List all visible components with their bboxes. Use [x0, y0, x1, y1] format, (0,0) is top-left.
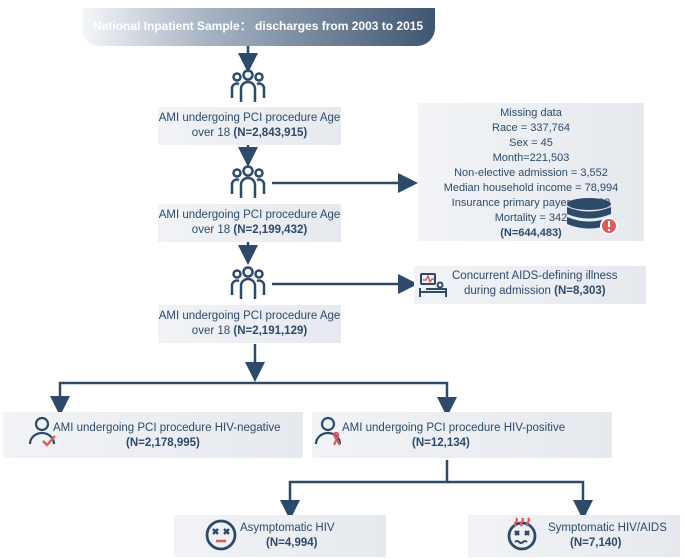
diagram-title: National Inpatient Sample： discharges fr… [93, 19, 424, 33]
step3-count: (N=2,191,129) [233, 325, 308, 337]
step3-box: AMI undergoing PCI procedure Age over 18… [158, 305, 341, 343]
missing-line: Non-elective admission = 3,552 [454, 167, 608, 179]
hiv-negative-label: AMI undergoing PCI procedure HIV-negativ… [53, 422, 281, 434]
hiv-positive-label: AMI undergoing PCI procedure HIV-positiv… [342, 422, 566, 434]
missing-header: Missing data [500, 107, 562, 119]
step1-line1: AMI undergoing PCI procedure Age [158, 112, 341, 124]
title-banner [82, 8, 435, 46]
aids-exclusion-box: Concurrent AIDS-defining illness during … [414, 266, 646, 304]
split-connector [58, 381, 449, 406]
database-icon [567, 198, 618, 235]
hospital-bed-icon [419, 273, 447, 297]
step3-line2: over 18 [191, 325, 234, 337]
step2-line2: over 18 [191, 224, 234, 236]
symptomatic-label: Symptomatic HIV/AIDS [548, 522, 667, 534]
symptomatic-count: (N=7,140) [570, 537, 622, 549]
hiv-positive-count: (N=12,134) [412, 437, 470, 449]
step2-count: (N=2,199,432) [233, 224, 308, 236]
step3-line1: AMI undergoing PCI procedure Age [158, 310, 341, 322]
missing-line: Mortality = 342 [494, 212, 568, 224]
hiv-negative-box: AMI undergoing PCI procedure HIV-negativ… [3, 412, 303, 458]
symptomatic-box: Symptomatic HIV/AIDS (N=7,140) [468, 515, 680, 557]
missing-line: Month=221,503 [492, 152, 570, 164]
asymptomatic-count: (N=4,994) [266, 537, 318, 549]
step2-box: AMI undergoing PCI procedure Age over 18… [158, 204, 341, 242]
step2-line1: AMI undergoing PCI procedure Age [158, 209, 341, 221]
step1-line2: over 18 [191, 127, 234, 139]
people-group-icon [230, 266, 266, 299]
hiv-positive-box: AMI undergoing PCI procedure HIV-positiv… [312, 412, 612, 458]
fever-face-icon [507, 517, 537, 551]
person-check-icon [28, 416, 56, 447]
aids-count: (N=8,303) [554, 285, 606, 297]
missing-line: Median household income = 78,994 [443, 182, 619, 194]
step1-box: AMI undergoing PCI procedure Age over 18… [158, 107, 341, 145]
missing-line: Sex = 45 [509, 137, 553, 149]
asymptomatic-box: Asymptomatic HIV (N=4,994) [174, 515, 386, 557]
hiv-negative-count: (N=2,178,995) [126, 437, 200, 449]
sick-face-icon [205, 519, 237, 551]
people-group-icon [230, 69, 266, 102]
people-group-icon [230, 165, 266, 198]
missing-line: Race = 337,764 [492, 122, 570, 134]
missing-total: (N=644,483) [500, 227, 562, 239]
hiv-split-connector [288, 480, 585, 507]
step1-count: (N=2,843,915) [233, 127, 308, 139]
aids-line2: during admission [464, 285, 555, 297]
asymptomatic-label: Asymptomatic HIV [240, 522, 335, 534]
aids-line1: Concurrent AIDS-defining illness [452, 270, 618, 282]
person-ribbon-icon [314, 416, 342, 446]
